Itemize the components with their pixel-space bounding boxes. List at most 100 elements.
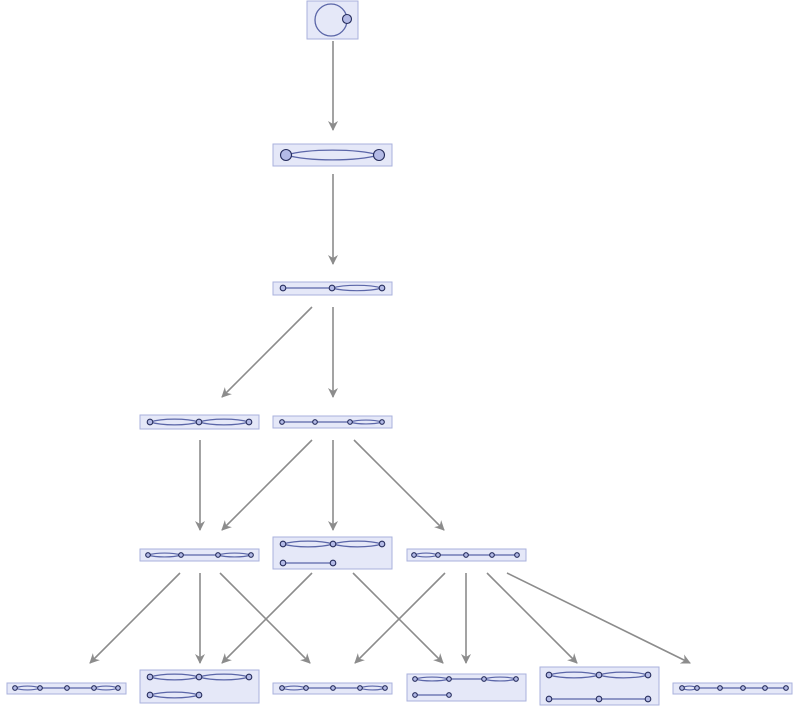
- graph-vertex: [513, 676, 519, 682]
- graph-vertex: [357, 685, 363, 691]
- graph-vertex: [382, 685, 388, 691]
- graph-vertex: [463, 552, 469, 558]
- graph-edge: [149, 691, 200, 696]
- state-chain-6: [672, 682, 793, 695]
- graph-vertex: [279, 148, 293, 162]
- graph-vertex: [146, 418, 154, 426]
- graph-edge: [285, 154, 380, 161]
- graph-vertex: [279, 559, 287, 567]
- graph-edge: [331, 284, 383, 289]
- graph-edge: [198, 676, 250, 681]
- state-chain-5-first-doubled: [406, 548, 527, 562]
- graph-edge: [331, 287, 383, 292]
- graph-vertex: [740, 685, 746, 691]
- graph-vertex: [245, 673, 253, 681]
- graph-vertex: [717, 685, 723, 691]
- graph-vertex: [783, 685, 789, 691]
- arrow-n4c-to-n5f: [506, 572, 691, 664]
- graph-vertex: [279, 685, 285, 691]
- graph-vertex: [329, 540, 337, 548]
- graph-edge: [548, 674, 600, 679]
- graph-vertex: [12, 685, 18, 691]
- graph-vertex: [694, 685, 700, 691]
- graph-vertex: [329, 559, 337, 567]
- graph-vertex: [545, 671, 553, 679]
- graph-vertex: [411, 552, 417, 558]
- state-chain-5-ends-doubled: [139, 548, 260, 562]
- graph-edge: [285, 149, 380, 156]
- graph-vertex: [91, 685, 97, 691]
- arrow-n4b-to-n5d: [352, 572, 444, 664]
- state-boxes: [6, 0, 793, 706]
- graph-edge: [282, 543, 334, 548]
- state-chain-4: [272, 415, 393, 429]
- graph-vertex: [644, 671, 652, 679]
- graph-vertex: [435, 552, 441, 558]
- graph-vertex: [145, 552, 151, 558]
- graph-vertex: [37, 685, 43, 691]
- graph-vertex: [446, 676, 452, 682]
- graph-vertex: [372, 148, 386, 162]
- graph-vertex: [545, 695, 553, 703]
- arrow-n3b-to-n4c: [353, 439, 445, 531]
- graph-edge: [198, 421, 250, 426]
- graph-edge: [149, 421, 200, 426]
- graph-edge: [332, 540, 383, 545]
- graph-vertex: [215, 552, 221, 558]
- graph-vertex: [146, 691, 154, 699]
- graph-vertex: [644, 695, 652, 703]
- graph-vertex: [115, 685, 121, 691]
- transition-arrows: [89, 41, 691, 664]
- graph-edge: [598, 674, 649, 679]
- state-chain-3: [272, 281, 393, 296]
- graph-vertex: [379, 419, 385, 425]
- graph-vertex: [248, 552, 254, 558]
- graph-edge: [198, 673, 250, 678]
- arrow-n4a-to-n5a: [89, 572, 181, 664]
- arrow-n3b-to-n4a: [221, 439, 313, 531]
- graph-edge: [149, 676, 200, 681]
- graph-vertex: [514, 552, 520, 558]
- graph-edge: [548, 671, 600, 676]
- state-box-frame: [272, 143, 393, 167]
- state-box-frame: [406, 673, 527, 702]
- state-two-nodes-double-edge: [272, 143, 393, 167]
- arrow-n4a-to-n5c: [219, 572, 311, 664]
- graph-vertex: [347, 419, 353, 425]
- arrow-n4c-to-n5e: [486, 572, 578, 664]
- graph-edge: [598, 671, 649, 676]
- graph-vertex: [195, 418, 203, 426]
- graph-edge: [198, 418, 250, 423]
- state-self-loop: [306, 0, 359, 40]
- graph-vertex: [279, 540, 287, 548]
- graph-vertex: [64, 685, 70, 691]
- graph-vertex: [489, 552, 495, 558]
- arrow-n4c-to-n5c: [354, 572, 446, 664]
- arrow-n4b-to-n5b: [221, 572, 313, 664]
- graph-vertex: [178, 552, 184, 558]
- graph-vertex: [595, 671, 603, 679]
- graph-edge: [282, 540, 334, 545]
- state-double-double-plus-double: [139, 669, 260, 704]
- graph-vertex: [195, 673, 203, 681]
- graph-vertex: [679, 685, 685, 691]
- state-chain-6-ends-doubled: [6, 682, 127, 695]
- graph-vertex: [195, 691, 203, 699]
- graph-vertex: [328, 284, 336, 292]
- graph-vertex: [595, 695, 603, 703]
- graph-edge: [149, 694, 200, 699]
- graph-vertex: [446, 692, 452, 698]
- graph-vertex: [245, 418, 253, 426]
- graph-vertex: [279, 419, 285, 425]
- graph-vertex: [146, 673, 154, 681]
- state-chain-6-first-last-doubled: [272, 682, 393, 695]
- graph-vertex: [378, 284, 386, 292]
- graph-vertex: [378, 540, 386, 548]
- graph-vertex: [481, 676, 487, 682]
- state-double-double-plus-pair: [272, 536, 393, 570]
- state-chain-plus-pair: [406, 673, 527, 702]
- arrow-n2-to-n3a: [221, 306, 313, 398]
- graph-vertex: [341, 13, 353, 25]
- graph-edge: [332, 543, 383, 548]
